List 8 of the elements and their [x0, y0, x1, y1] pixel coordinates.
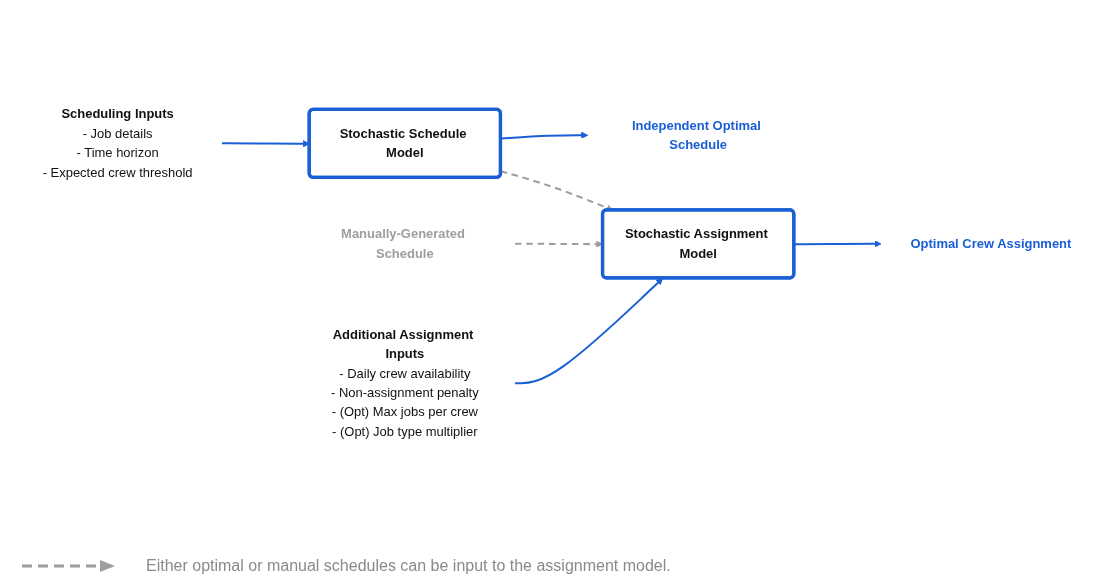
arrow	[515, 277, 664, 385]
arrow	[794, 240, 882, 248]
node-text: Additional Assignment Inputs - Daily crew availability - Non-assignment penalty - (Opt) Max jobs per crew - (Opt) Job type multiplier	[330, 327, 479, 439]
node-text: Independent Optimal Schedule	[631, 118, 761, 152]
node-text: Manually-Generated Schedule	[341, 226, 465, 261]
node-text: Scheduling Inputs - Job details - Time horizon - Expected crew threshold	[42, 106, 193, 180]
node-text: Optimal Crew Assignment	[910, 236, 1072, 251]
legend-text: Either optimal or manual schedules can be input to the assignment model.	[146, 557, 671, 575]
